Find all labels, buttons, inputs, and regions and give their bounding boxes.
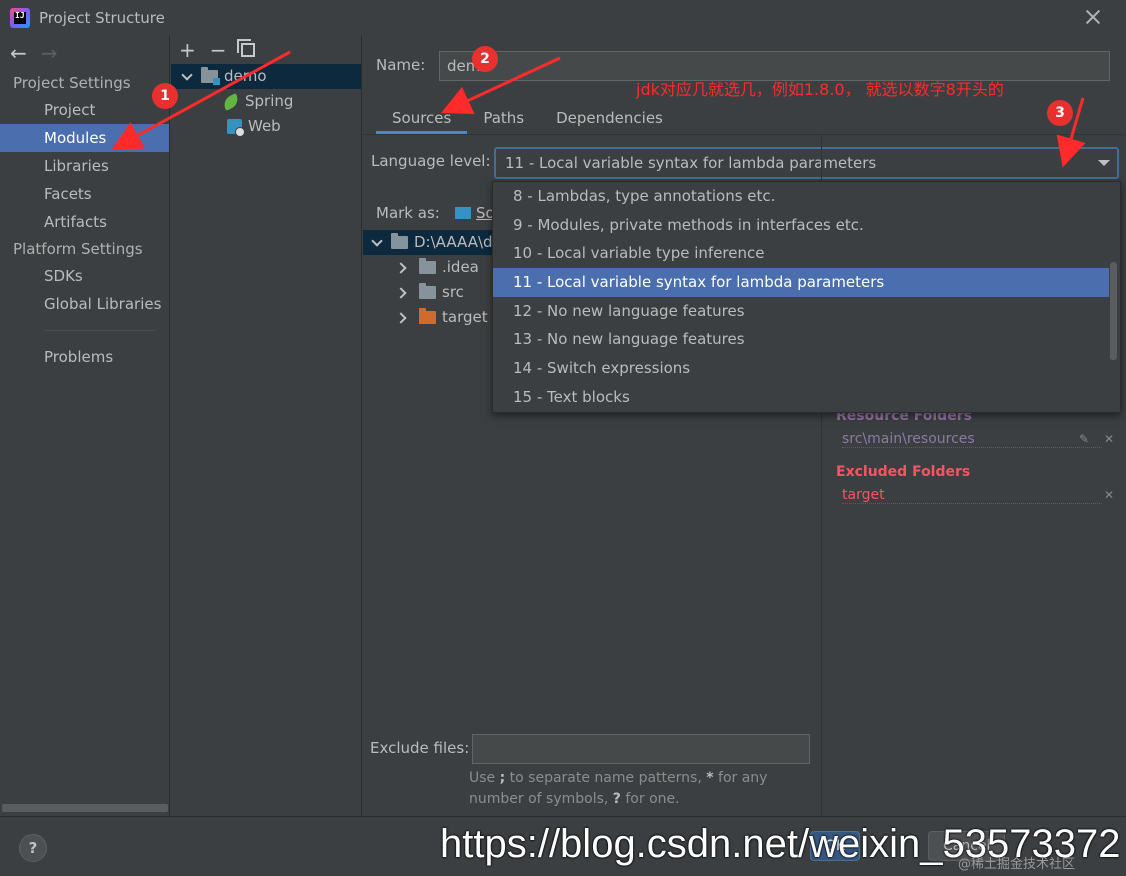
module-tree-root[interactable]: demo [171, 64, 361, 89]
left-scrollbar[interactable] [2, 804, 168, 812]
mark-as-label: Mark as: [376, 204, 440, 222]
nav-item-sdks[interactable]: SDKs [44, 267, 83, 285]
nav-divider [44, 330, 155, 331]
folder-icon [419, 258, 436, 274]
excluded-folders-title: Excluded Folders [836, 464, 971, 480]
chevron-down-icon[interactable] [371, 234, 383, 247]
excluded-folder-icon [419, 308, 436, 324]
ok-button[interactable]: OK [810, 831, 861, 861]
exclude-files-input[interactable] [472, 734, 810, 764]
window-title: Project Structure [39, 9, 165, 27]
nav-item-artifacts[interactable]: Artifacts [44, 213, 107, 231]
tab-dependencies[interactable]: Dependencies [556, 109, 663, 127]
folder-icon [419, 283, 436, 299]
nav-item-problems[interactable]: Problems [44, 348, 114, 366]
language-level-option[interactable]: 13 - No new language features [513, 330, 745, 349]
folder-label: target [442, 308, 488, 326]
remove-x-icon[interactable]: ✕ [1104, 432, 1115, 446]
remove-x-icon[interactable]: ✕ [1104, 488, 1115, 502]
folder-label: src [442, 283, 464, 301]
url-watermark: https://blog.csdn.net/weixin_53573372 [440, 822, 1121, 866]
facet-label: Spring [245, 92, 294, 110]
web-facet-icon [227, 119, 245, 137]
language-level-option-selected[interactable]: 11 - Local variable syntax for lambda pa… [493, 268, 1109, 297]
folder-icon [391, 233, 408, 249]
site-watermark: @稀土掘金技术社区 [958, 857, 1076, 872]
nav-item-facets[interactable]: Facets [44, 185, 92, 203]
nav-item-project[interactable]: Project [44, 101, 96, 119]
exclude-hint: Use ; to separate name patterns, * for a… [469, 770, 768, 807]
language-level-option[interactable]: 12 - No new language features [513, 301, 745, 320]
module-tree-panel: + − demo Spring Web [171, 36, 362, 816]
facet-label: Web [248, 117, 281, 135]
tree-toolbar: + − [171, 36, 361, 64]
dialog-footer: ? OK Cancel https://blog.csdn.net/weixin… [0, 816, 1126, 876]
exclude-files-label: Exclude files: [370, 739, 470, 757]
folders-summary-panel: Resource Folders src\main\resources ✎ ✕ … [821, 135, 1126, 816]
spring-leaf-icon [221, 92, 241, 111]
tab-sources[interactable]: Sources [376, 104, 468, 134]
module-facet-web[interactable]: Web [171, 114, 361, 139]
tabs-divider [363, 134, 1126, 135]
dropdown-scrollbar[interactable] [1110, 262, 1117, 360]
excluded-folder-path: target [842, 487, 1102, 504]
folder-label: .idea [442, 258, 479, 276]
annotation-badge-3: 3 [1047, 100, 1073, 126]
add-icon[interactable]: + [179, 38, 196, 62]
copy-icon[interactable] [236, 39, 255, 57]
chevron-right-icon[interactable] [395, 286, 407, 299]
tree-row-target[interactable]: target [363, 305, 823, 330]
language-level-option[interactable]: 10 - Local variable type inference [513, 244, 765, 263]
module-name: demo [224, 67, 267, 85]
nav-item-modules[interactable]: Modules [0, 124, 169, 152]
language-level-value: 11 - Local variable syntax for lambda pa… [505, 154, 877, 172]
remove-icon[interactable]: − [209, 38, 227, 62]
module-detail-panel: Name: Sources Paths Dependencies Languag… [363, 36, 1126, 816]
title-bar: IJ Project Structure [0, 0, 1126, 36]
name-label: Name: [376, 56, 426, 74]
settings-nav: ← → Project Settings Project Modules Lib… [0, 36, 170, 816]
annotation-badge-1: 1 [152, 83, 178, 109]
chevron-right-icon[interactable] [395, 311, 407, 324]
close-icon[interactable] [1082, 6, 1104, 28]
annotation-note: jdk对应几就选几，例如1.8.0， 就选以数字8开头的 [636, 80, 1004, 99]
forward-arrow-icon[interactable]: → [40, 41, 58, 65]
module-tabs: Sources Paths Dependencies [376, 104, 679, 134]
module-facet-spring[interactable]: Spring [171, 89, 361, 114]
nav-arrows: ← → [0, 36, 169, 70]
language-level-option[interactable]: 9 - Modules, private methods in interfac… [513, 215, 864, 234]
annotation-badge-2: 2 [472, 46, 498, 72]
tree-row-src[interactable]: src [363, 280, 823, 305]
sources-folder-icon[interactable] [455, 207, 471, 219]
back-arrow-icon[interactable]: ← [10, 41, 27, 65]
tab-paths[interactable]: Paths [483, 109, 525, 127]
resource-folder-path: src\main\resources [842, 431, 1102, 448]
module-folder-icon [201, 67, 220, 85]
intellij-logo-icon: IJ [10, 8, 30, 28]
nav-item-global-libraries[interactable]: Global Libraries [44, 295, 162, 313]
dropdown-caret-icon[interactable] [1098, 160, 1110, 166]
language-level-label: Language level: [371, 152, 491, 170]
language-level-option[interactable]: 14 - Switch expressions [513, 359, 691, 378]
cancel-button[interactable]: Cancel [928, 831, 1006, 861]
language-level-dropdown: 8 - Lambdas, type annotations etc. 9 - M… [492, 181, 1121, 413]
project-settings-header: Project Settings [13, 74, 131, 92]
help-button[interactable]: ? [19, 834, 47, 862]
language-level-option[interactable]: 8 - Lambdas, type annotations etc. [513, 187, 776, 205]
chevron-right-icon[interactable] [395, 261, 407, 274]
tree-row-idea[interactable]: .idea [363, 255, 823, 280]
language-level-option[interactable]: 15 - Text blocks [513, 387, 630, 406]
edit-pencil-icon[interactable]: ✎ [1079, 432, 1090, 446]
language-level-select[interactable]: 11 - Local variable syntax for lambda pa… [494, 147, 1119, 179]
chevron-down-icon[interactable] [181, 68, 193, 81]
platform-settings-header: Platform Settings [13, 240, 143, 258]
nav-item-libraries[interactable]: Libraries [44, 157, 109, 175]
